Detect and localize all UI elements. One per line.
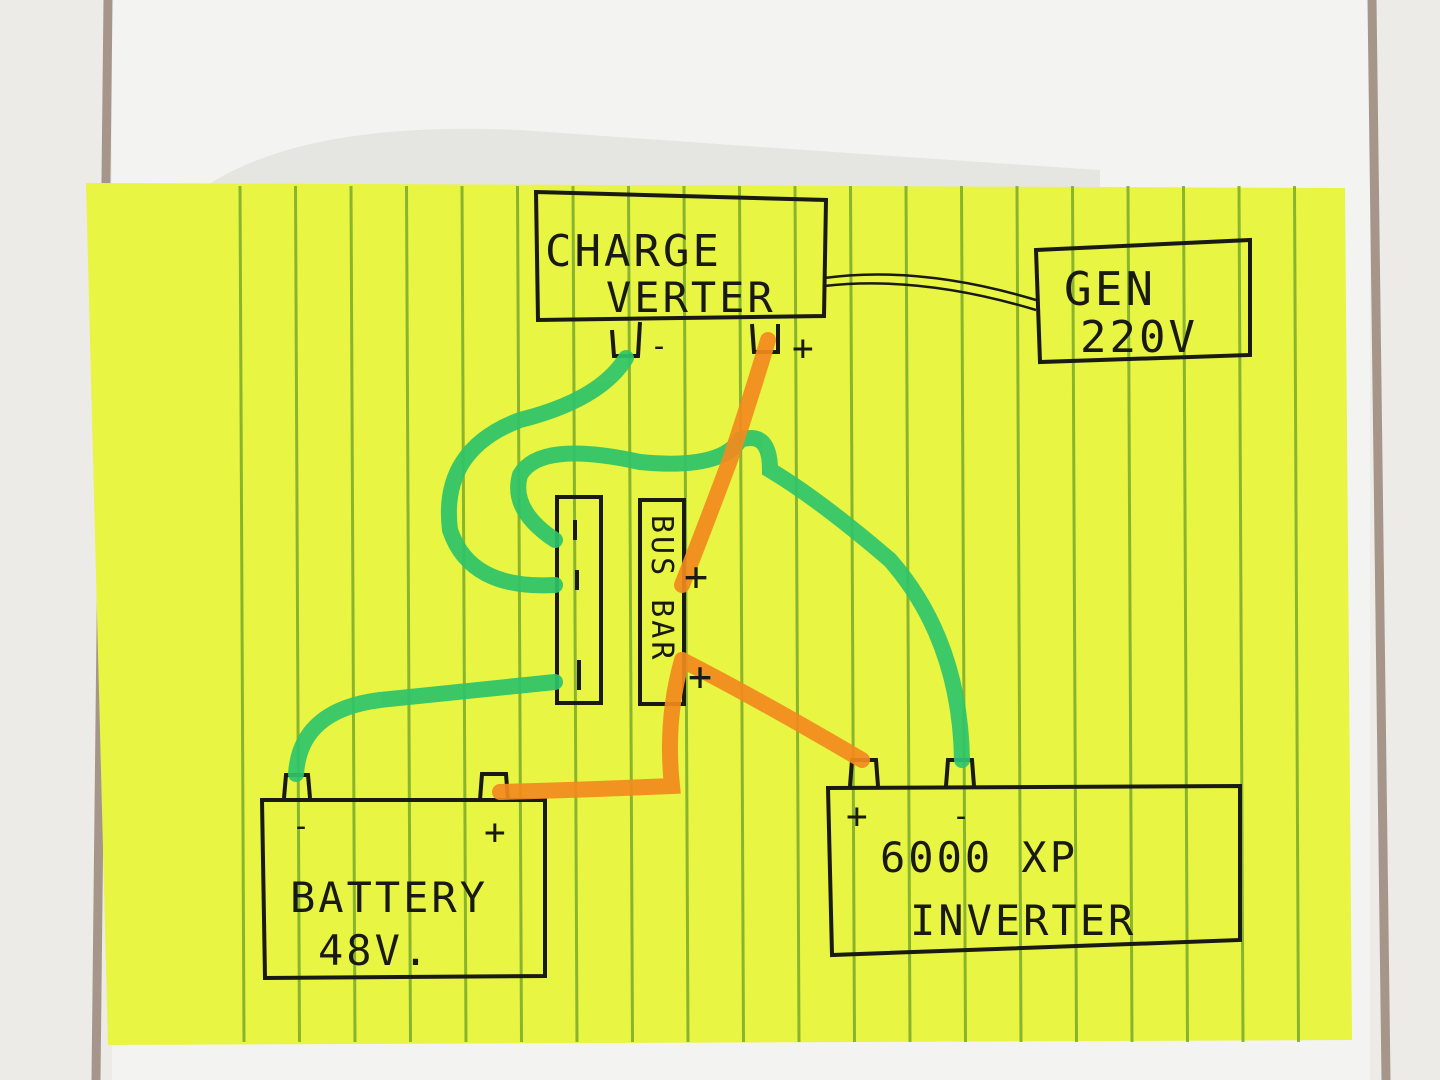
bus-bar-positive-top: + bbox=[684, 554, 708, 600]
bus-bar-label: BUS BAR bbox=[644, 515, 679, 662]
notepad-paper bbox=[86, 183, 1352, 1045]
paper-ruling-line bbox=[238, 185, 246, 1043]
generator-box bbox=[1033, 237, 1252, 365]
inverter-positive-sign: + bbox=[846, 796, 868, 837]
inverter-label-line1: 6000 XP bbox=[880, 833, 1078, 882]
generator-label-line2: 220V bbox=[1080, 312, 1198, 363]
paper-ruling-line bbox=[904, 185, 912, 1043]
wire-charger-positive-to-bus bbox=[674, 332, 776, 593]
charge-verter-negative-sign: - bbox=[650, 329, 668, 364]
paper-ruling-line bbox=[738, 185, 745, 1043]
wire-battery-negative-to-bus bbox=[288, 674, 563, 782]
generator-label-line1: GEN bbox=[1064, 262, 1156, 316]
positive-wires bbox=[492, 332, 870, 800]
paper-ruling-line bbox=[294, 185, 301, 1043]
negative-bus-bar bbox=[555, 495, 603, 705]
ac-cable bbox=[823, 273, 1037, 312]
bus-bar-positive-bottom: + bbox=[688, 654, 712, 700]
battery-negative-sign: - bbox=[292, 809, 310, 844]
paper-ruling-line bbox=[516, 185, 523, 1043]
positive-bus-bar bbox=[638, 498, 686, 706]
battery-label-line1: BATTERY bbox=[290, 873, 488, 922]
charge-verter-positive-sign: + bbox=[792, 328, 814, 369]
paper-ruling-line bbox=[849, 185, 856, 1043]
charge-verter-label-line1: CHARGE bbox=[545, 226, 722, 277]
inverter-label-line2: INVERTER bbox=[910, 896, 1136, 945]
battery-label-line2: 48V. bbox=[318, 926, 431, 975]
paper-ruling-line bbox=[460, 185, 468, 1043]
paper-ruling-line bbox=[1015, 185, 1023, 1043]
paper-ruling-line bbox=[1182, 185, 1189, 1043]
wire-bus-to-inverter-positive bbox=[674, 652, 870, 768]
paper-ruling-line bbox=[1126, 185, 1134, 1043]
paper-ruling-line bbox=[405, 185, 412, 1043]
paper-ruling-line bbox=[793, 185, 801, 1043]
paper-ruling-line bbox=[1293, 185, 1300, 1043]
paper-ruling-line bbox=[1237, 185, 1245, 1043]
paper-ruling-line bbox=[571, 185, 579, 1043]
charge-verter-label-line2: VERTER bbox=[606, 273, 776, 322]
paper-ruling-line bbox=[960, 185, 967, 1043]
paper-ruling-line bbox=[627, 185, 634, 1043]
paper-ruling-line bbox=[1071, 185, 1078, 1043]
battery-positive-sign: + bbox=[484, 812, 506, 853]
paper-ruling-line bbox=[349, 185, 357, 1043]
inverter-negative-sign: - bbox=[952, 799, 970, 834]
wire-battery-positive-to-bus bbox=[492, 652, 690, 800]
wire-charger-negative-to-bus bbox=[440, 350, 634, 594]
